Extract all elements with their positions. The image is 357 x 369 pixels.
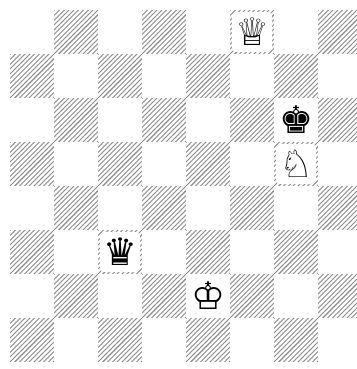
square-f6[interactable] (230, 98, 274, 142)
white-queen-icon[interactable]: ♕ (232, 12, 272, 52)
square-c7[interactable] (98, 54, 142, 98)
square-b3[interactable] (54, 230, 98, 274)
white-knight-icon[interactable]: ♘ (276, 144, 316, 184)
square-e3[interactable] (186, 230, 230, 274)
square-a7[interactable] (10, 54, 54, 98)
square-b6[interactable] (54, 98, 98, 142)
square-g6[interactable]: ♚ (274, 98, 318, 142)
square-f8[interactable]: ♕ (230, 10, 274, 54)
square-e4[interactable] (186, 186, 230, 230)
square-a1[interactable] (10, 318, 54, 362)
chess-board: ♕ ♚♘ ♛ ♔ (10, 10, 357, 362)
square-g1[interactable] (274, 318, 318, 362)
square-g4[interactable] (274, 186, 318, 230)
square-g5[interactable]: ♘ (274, 142, 318, 186)
square-b4[interactable] (54, 186, 98, 230)
square-c4[interactable] (98, 186, 142, 230)
square-a4[interactable] (10, 186, 54, 230)
white-king-icon[interactable]: ♔ (188, 276, 228, 316)
square-c3[interactable]: ♛ (98, 230, 142, 274)
square-f5[interactable] (230, 142, 274, 186)
square-h5[interactable] (318, 142, 357, 186)
square-b5[interactable] (54, 142, 98, 186)
square-g7[interactable] (274, 54, 318, 98)
square-f2[interactable] (230, 274, 274, 318)
square-a5[interactable] (10, 142, 54, 186)
square-c1[interactable] (98, 318, 142, 362)
square-b7[interactable] (54, 54, 98, 98)
square-h7[interactable] (318, 54, 357, 98)
square-d7[interactable] (142, 54, 186, 98)
square-f1[interactable] (230, 318, 274, 362)
square-g8[interactable] (274, 10, 318, 54)
square-c6[interactable] (98, 98, 142, 142)
square-f3[interactable] (230, 230, 274, 274)
square-h2[interactable] (318, 274, 357, 318)
square-g3[interactable] (274, 230, 318, 274)
square-h6[interactable] (318, 98, 357, 142)
square-e5[interactable] (186, 142, 230, 186)
square-b8[interactable] (54, 10, 98, 54)
square-e8[interactable] (186, 10, 230, 54)
square-e2[interactable]: ♔ (186, 274, 230, 318)
square-h3[interactable] (318, 230, 357, 274)
square-d1[interactable] (142, 318, 186, 362)
square-d4[interactable] (142, 186, 186, 230)
square-d2[interactable] (142, 274, 186, 318)
square-d6[interactable] (142, 98, 186, 142)
square-d5[interactable] (142, 142, 186, 186)
square-e1[interactable] (186, 318, 230, 362)
square-b1[interactable] (54, 318, 98, 362)
square-f4[interactable] (230, 186, 274, 230)
square-f7[interactable] (230, 54, 274, 98)
square-a2[interactable] (10, 274, 54, 318)
square-h8[interactable] (318, 10, 357, 54)
square-c5[interactable] (98, 142, 142, 186)
square-c8[interactable] (98, 10, 142, 54)
square-a8[interactable] (10, 10, 54, 54)
square-a3[interactable] (10, 230, 54, 274)
square-c2[interactable] (98, 274, 142, 318)
square-a6[interactable] (10, 98, 54, 142)
square-d3[interactable] (142, 230, 186, 274)
square-e6[interactable] (186, 98, 230, 142)
black-queen-icon[interactable]: ♛ (100, 232, 140, 272)
square-b2[interactable] (54, 274, 98, 318)
square-h1[interactable] (318, 318, 357, 362)
black-king-icon[interactable]: ♚ (276, 100, 316, 140)
square-g2[interactable] (274, 274, 318, 318)
square-e7[interactable] (186, 54, 230, 98)
square-h4[interactable] (318, 186, 357, 230)
square-d8[interactable] (142, 10, 186, 54)
